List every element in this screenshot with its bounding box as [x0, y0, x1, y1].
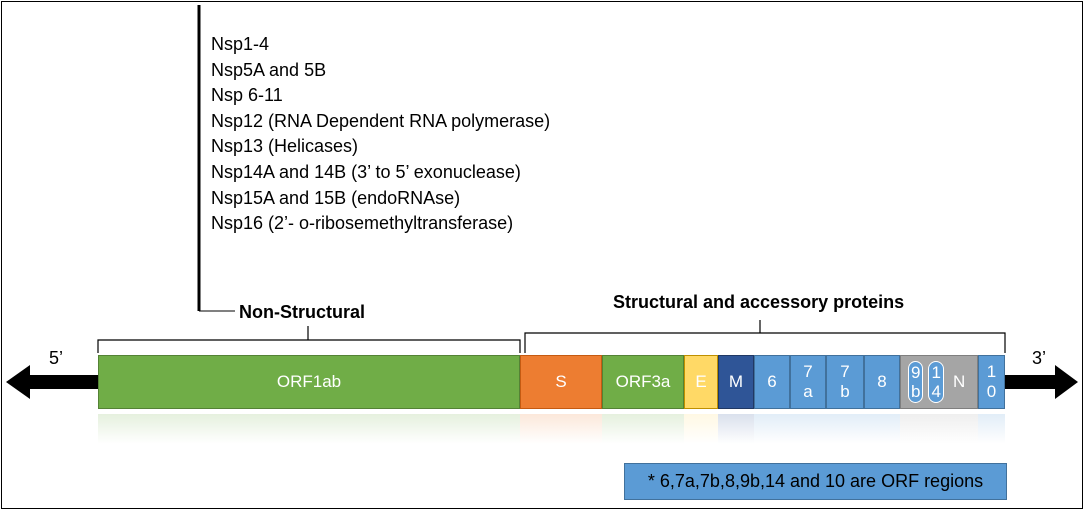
- nsp-item: Nsp15A and 15B (endoRNAse): [211, 187, 461, 208]
- orf14-label-bottom: 4: [931, 382, 941, 401]
- m-label: M: [728, 372, 744, 391]
- orf-reflection: [754, 414, 900, 444]
- orf9b-label-top: 9: [911, 363, 921, 382]
- orf1ab-reflection: [98, 414, 520, 444]
- orf6-segment: 6: [754, 355, 790, 409]
- m-segment: M: [718, 355, 754, 409]
- orf-note-text: * 6,7a,7b,8,9b,14 and 10 are ORF regions: [647, 471, 984, 491]
- orf14-region: 1 4: [928, 361, 944, 403]
- orf6-label: 6: [767, 372, 777, 391]
- five-prime-arrow: [6, 365, 98, 399]
- non-structural-brace: [97, 326, 521, 353]
- nsp-item: Nsp16 (2’- o-ribosemethyltransferase): [211, 213, 514, 234]
- e-label: E: [695, 372, 707, 391]
- orf3a-reflection: [602, 414, 684, 444]
- orf-note-box: * 6,7a,7b,8,9b,14 and 10 are ORF regions: [624, 463, 1007, 500]
- nsp-item: Nsp5A and 5B: [211, 59, 327, 80]
- n-reflection: [900, 414, 978, 444]
- s-reflection: [520, 414, 602, 444]
- orf10-label-top: 1: [986, 362, 997, 381]
- nsp-item: Nsp13 (Helicases): [211, 136, 359, 157]
- orf3a-label: ORF3a: [615, 372, 671, 391]
- m-reflection: [718, 414, 754, 444]
- nsp-item: Nsp 6-11: [211, 85, 283, 106]
- orf10-segment: 1 0: [978, 355, 1005, 409]
- orf7b-label-bottom: b: [840, 382, 850, 401]
- nsp-item: Nsp14A and 14B (3’ to 5’ exonuclease): [211, 161, 521, 182]
- orf8-label: 8: [877, 372, 887, 391]
- orf9b-region: 9 b: [908, 361, 924, 403]
- orf8-segment: 8: [864, 355, 900, 409]
- structural-heading: Structural and accessory proteins: [613, 292, 905, 312]
- orf7b-label-top: 7: [840, 362, 850, 381]
- orf7b-segment: 7 b: [826, 355, 864, 409]
- three-prime-arrow: [1005, 365, 1078, 399]
- three-prime-label: 3’: [1032, 348, 1047, 368]
- orf9b-label-bottom: b: [911, 382, 921, 401]
- nonstructural-protein-list: Nsp1-4 Nsp5A and 5B Nsp 6-11 Nsp12 (RNA …: [211, 32, 550, 237]
- ten-reflection: [978, 414, 1005, 444]
- five-prime-label: 5’: [49, 348, 64, 368]
- orf10-label-bottom: 0: [986, 382, 997, 401]
- e-segment: E: [684, 355, 718, 409]
- nsp-item: Nsp1-4: [211, 34, 270, 54]
- nsp-item: Nsp12 (RNA Dependent RNA polymerase): [211, 110, 551, 131]
- orf1ab-label: ORF1ab: [276, 372, 342, 391]
- e-reflection: [684, 414, 718, 444]
- n-segment: 9 b 1 4 N: [900, 355, 978, 409]
- s-label: S: [555, 372, 567, 391]
- orf1ab-segment: ORF1ab: [98, 355, 520, 409]
- orf7a-segment: 7 a: [790, 355, 826, 409]
- orf3a-segment: ORF3a: [602, 355, 684, 409]
- s-segment: S: [520, 355, 602, 409]
- non-structural-heading: Non-Structural: [239, 302, 365, 322]
- structural-brace: [524, 320, 1006, 353]
- n-label: N: [952, 372, 966, 391]
- orf14-label-top: 1: [931, 363, 941, 382]
- orf7a-label-bottom: a: [803, 382, 813, 401]
- orf7a-label-top: 7: [803, 362, 813, 381]
